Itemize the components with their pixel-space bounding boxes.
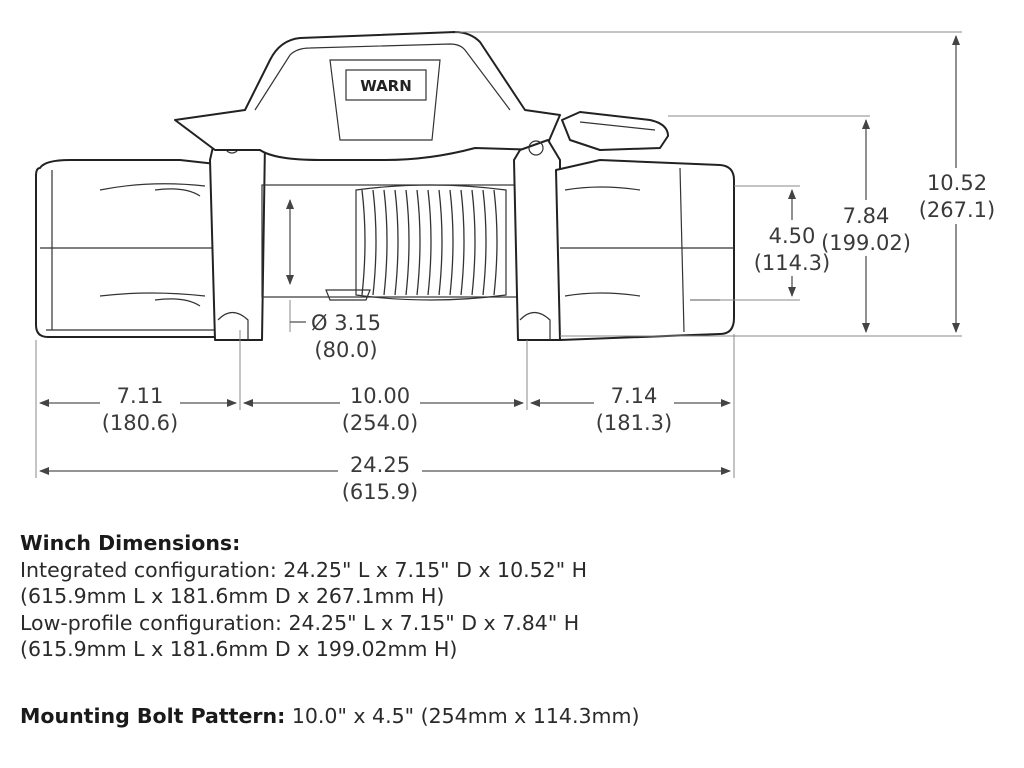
logo-text: WARN xyxy=(360,77,412,95)
winch-dimensions-heading: Winch Dimensions: xyxy=(20,531,241,555)
rope-coil xyxy=(471,189,476,296)
extension-lines xyxy=(35,31,962,478)
spec-line-4: (615.9mm L x 181.6mm D x 199.02mm H) xyxy=(20,637,458,661)
dim-low-height-mm: (199.02) xyxy=(821,231,911,255)
rope-coils xyxy=(325,184,507,301)
spec-text-block: Winch Dimensions: Integrated configurati… xyxy=(20,530,1010,729)
dim-total-length-mm: (615.9) xyxy=(342,480,419,504)
rope-coil xyxy=(438,189,443,296)
rope-coil xyxy=(372,189,377,296)
right-gear-housing xyxy=(555,159,735,341)
rope-coil xyxy=(394,189,399,296)
bolt-pattern-value: 10.0" x 4.5" (254mm x 114.3mm) xyxy=(285,703,640,728)
dim-bolt-depth-mm: (114.3) xyxy=(754,251,831,275)
logo-plate xyxy=(345,69,427,101)
control-pack xyxy=(174,31,561,161)
bolt-pattern-line: Mounting Bolt Pattern: 10.0" x 4.5" (254… xyxy=(20,703,1010,730)
spec-line-2: (615.9mm L x 181.6mm D x 267.1mm H) xyxy=(20,584,445,608)
drum-rope xyxy=(261,184,521,298)
rope-wrap-outline xyxy=(355,184,507,301)
rope-anchor xyxy=(325,289,371,301)
dim-low-height: 7.84 xyxy=(843,204,890,228)
dim-right-length: 7.14 xyxy=(611,384,658,408)
winch-dimension-drawing: WARN xyxy=(35,31,996,508)
rope-coil xyxy=(449,189,454,296)
rope-coil xyxy=(416,189,421,296)
rope-coil xyxy=(361,189,366,296)
dim-total-height: 10.52 xyxy=(927,171,987,195)
dim-drum-diameter: Ø 3.15 xyxy=(311,311,381,335)
spec-line-1: Integrated configuration: 24.25" L x 7.1… xyxy=(20,557,588,582)
dim-drum-diameter-mm: (80.0) xyxy=(314,338,377,362)
rope-coil xyxy=(427,189,432,296)
dim-right-length-mm: (181.3) xyxy=(596,411,673,435)
winch-body: WARN xyxy=(35,31,735,341)
dim-left-length-mm: (180.6) xyxy=(102,411,179,435)
dim-drum-length: 10.00 xyxy=(350,384,410,408)
rope-coil xyxy=(493,189,498,296)
dim-bolt-depth: 4.50 xyxy=(769,224,816,248)
label-backgrounds xyxy=(100,168,994,508)
rope-coil xyxy=(405,189,410,296)
right-tie-bracket xyxy=(513,139,561,341)
rope-coil xyxy=(383,189,388,296)
rope-coil xyxy=(460,189,465,296)
dim-drum-length-mm: (254.0) xyxy=(342,411,419,435)
spec-line-3: Low-profile configuration: 24.25" L x 7.… xyxy=(20,610,580,635)
clutch-lever xyxy=(561,111,669,151)
dim-total-height-mm: (267.1) xyxy=(919,198,996,222)
bolt-pattern-label: Mounting Bolt Pattern: xyxy=(20,703,286,728)
dim-total-length: 24.25 xyxy=(350,453,410,477)
rope-coil xyxy=(482,189,487,296)
left-tie-bracket xyxy=(209,129,266,341)
dim-left-length: 7.11 xyxy=(117,384,164,408)
dimension-labels: 10.52 (267.1) 7.84 (199.02) 4.50 (114.3)… xyxy=(102,171,996,504)
